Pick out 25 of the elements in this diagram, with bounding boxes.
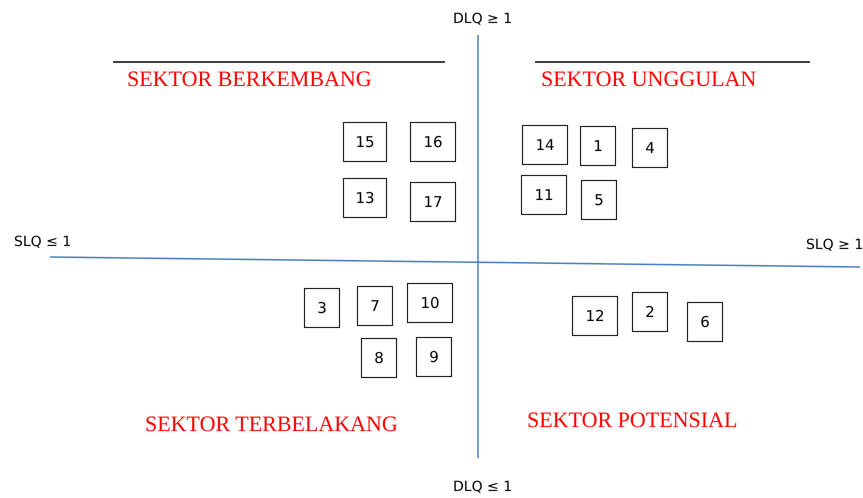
sector-number-box: 3	[304, 288, 340, 328]
quadrant-title: SEKTOR BERKEMBANG	[127, 66, 372, 92]
sector-number-box: 14	[522, 125, 568, 165]
axis-label: SLQ ≤ 1	[14, 234, 72, 250]
quadrant-title: SEKTOR UNGGULAN	[541, 66, 756, 92]
axis-label: DLQ ≥ 1	[453, 11, 512, 27]
sector-number-box: 6	[687, 302, 723, 342]
sector-number-box: 17	[410, 182, 456, 222]
sector-number-box: 16	[410, 122, 456, 162]
quadrant-title: SEKTOR POTENSIAL	[527, 407, 738, 433]
axis-label: DLQ ≤ 1	[453, 479, 512, 495]
sector-number-box: 5	[581, 180, 617, 220]
sector-number-box: 11	[521, 175, 567, 215]
sector-number-box: 7	[357, 286, 393, 326]
sector-number-box: 2	[632, 292, 668, 332]
quadrant-title: SEKTOR TERBELAKANG	[145, 411, 398, 437]
axis-label: SLQ ≥ 1	[806, 237, 863, 253]
sector-number-box: 8	[361, 338, 397, 378]
sector-number-box: 13	[343, 178, 387, 218]
sector-number-box: 10	[407, 283, 453, 323]
sector-number-box: 1	[580, 126, 616, 166]
sector-number-box: 15	[343, 122, 387, 162]
sector-number-box: 9	[416, 337, 452, 377]
sector-number-box: 4	[632, 128, 668, 168]
sector-number-box: 12	[572, 296, 618, 336]
